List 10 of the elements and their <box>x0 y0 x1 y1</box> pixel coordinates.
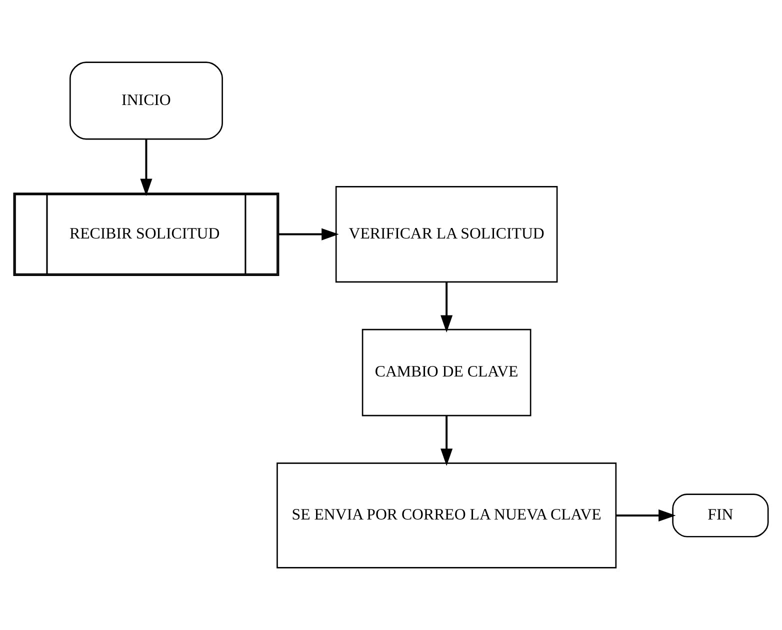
node-box: SE ENVIA POR CORREO LA NUEVA CLAVE <box>276 462 617 568</box>
arrow <box>278 228 339 240</box>
arrow <box>616 509 676 522</box>
arrow <box>440 282 453 332</box>
arrow <box>440 416 453 466</box>
node-box: INICIO <box>70 62 223 140</box>
node-box: FIN <box>672 494 769 538</box>
node-box: VERIFICAR LA SOLICITUD <box>335 186 558 283</box>
node-box: CAMBIO DE CLAVE <box>362 328 532 416</box>
arrow <box>140 139 152 196</box>
